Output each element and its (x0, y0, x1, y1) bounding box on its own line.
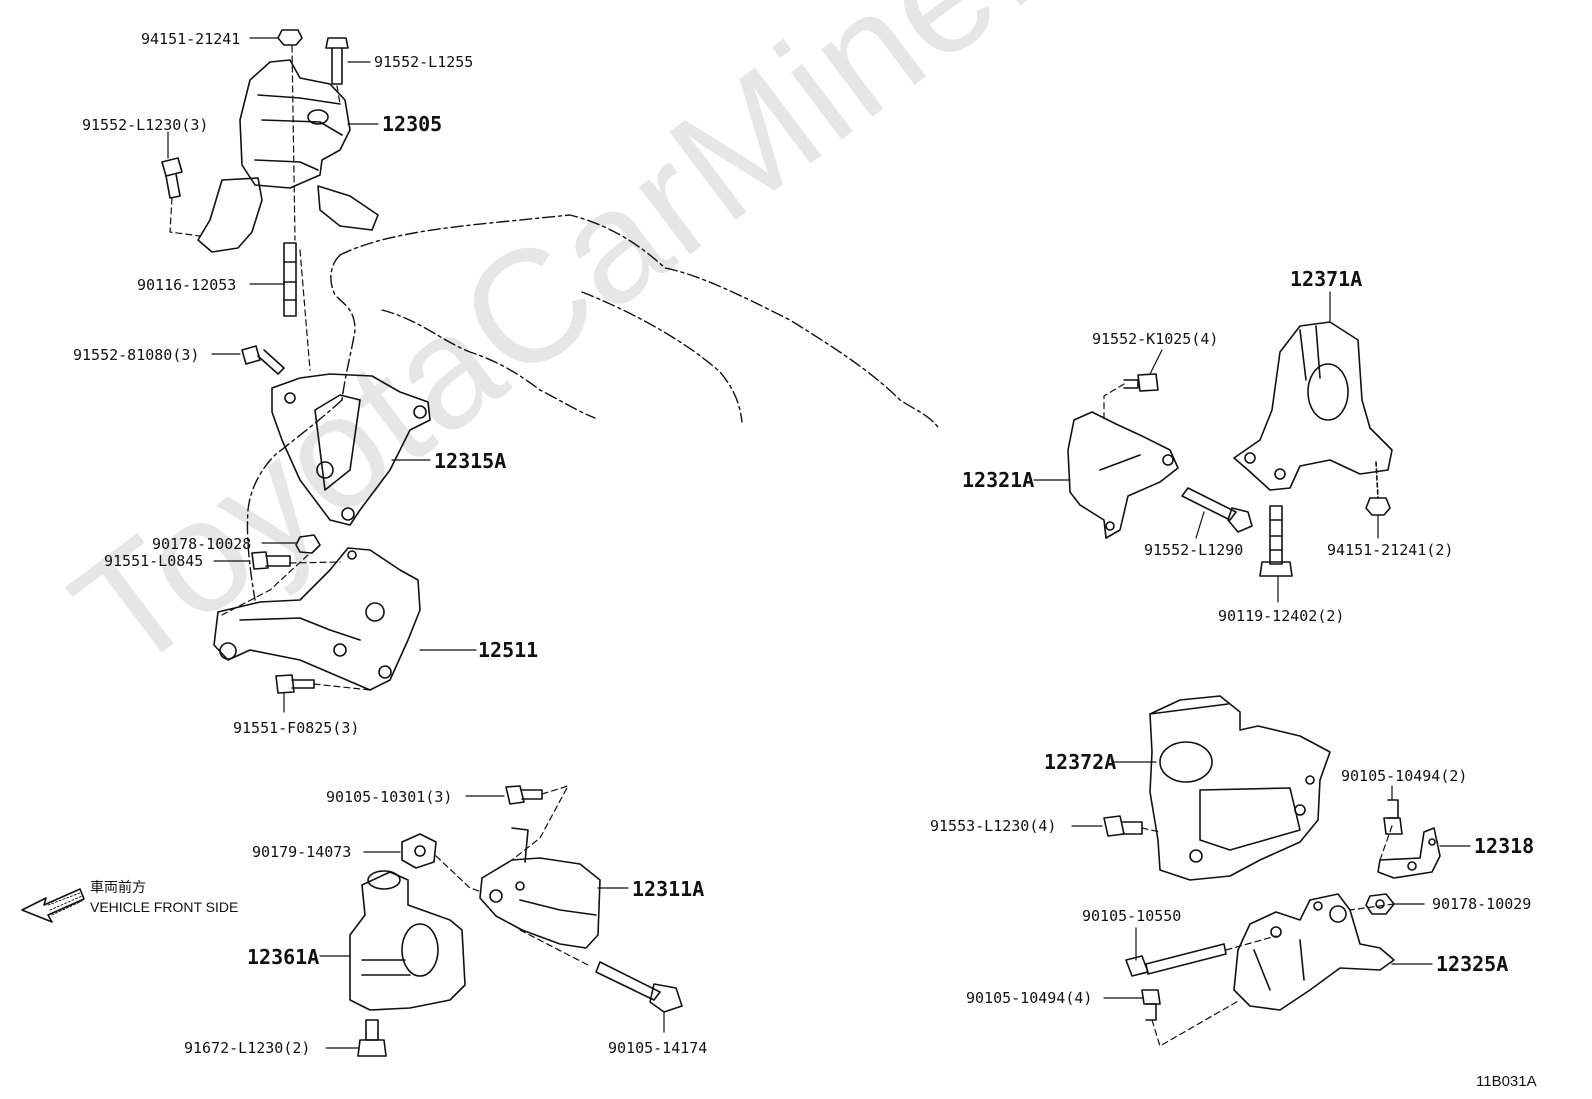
part-label-91553-L1230-4[interactable]: 91553-L1230(4) (930, 817, 1057, 835)
part-label-90178-10029[interactable]: 90178-10029 (1432, 895, 1532, 913)
bolt-91672-L1230-shape (357, 1019, 387, 1057)
part-label-12318[interactable]: 12318 (1474, 834, 1535, 858)
part-label-12511[interactable]: 12511 (478, 638, 539, 662)
engine-outline (246, 214, 941, 601)
bolt-91552-L1290-shape (1181, 487, 1253, 533)
part-label-12321A[interactable]: 12321A (962, 468, 1035, 492)
part-label-90105-14174[interactable]: 90105-14174 (608, 1039, 708, 1057)
bolt-90105-10550-shape (1125, 943, 1227, 977)
bolt-90105-10494-2-shape (1383, 799, 1403, 835)
figure-id: 11B031A (1476, 1073, 1537, 1090)
stud-90119-12402-shape (1259, 505, 1293, 577)
part-label-94151-21241-2[interactable]: 94151-21241(2) (1327, 541, 1454, 559)
part-label-91551-L0845[interactable]: 91551-L0845 (104, 552, 204, 570)
arrow-left-icon (21, 888, 85, 923)
bolt-91552-81080-shape (241, 345, 285, 375)
part-label-90105-10494-4[interactable]: 90105-10494(4) (966, 989, 1093, 1007)
bolt-91552-K1025-shape (1123, 373, 1159, 392)
stud-90116-12053-shape (283, 242, 297, 317)
bracket-12325A (1233, 893, 1395, 1011)
nut-90179-14073-shape (401, 833, 437, 869)
nut-94151-21241-shape (277, 29, 303, 46)
bolt-91551-F0825-shape (275, 674, 315, 694)
bracket-12511 (213, 547, 421, 691)
part-label-12311A[interactable]: 12311A (632, 877, 705, 901)
part-label-90105-10301-3[interactable]: 90105-10301(3) (326, 788, 453, 806)
leader-lines (167, 37, 1471, 1049)
part-label-12315A[interactable]: 12315A (434, 449, 507, 473)
part-label-12305[interactable]: 12305 (382, 112, 443, 136)
mount-12372A (1149, 695, 1331, 881)
part-label-94151-21241[interactable]: 94151-21241 (141, 30, 241, 48)
nut-90178-10029-shape (1365, 893, 1395, 915)
vehicle-front-label-jp: 車両前方 (90, 880, 146, 896)
bolt-91551-L0845-shape (251, 551, 291, 570)
part-label-91552-81080-3[interactable]: 91552-81080(3) (73, 346, 200, 364)
bolt-90105-10494-4-shape (1141, 989, 1161, 1021)
part-label-90119-12402-2[interactable]: 90119-12402(2) (1218, 607, 1345, 625)
nut-94151-21241-2-shape (1365, 461, 1391, 516)
part-label-12372A[interactable]: 12372A (1044, 750, 1117, 774)
bolt-91553-L1230-shape (1103, 815, 1143, 837)
part-label-12371A[interactable]: 12371A (1290, 267, 1363, 291)
bolt-90105-10301-shape (505, 785, 543, 805)
part-label-90178-10028[interactable]: 90178-10028 (152, 535, 252, 553)
part-label-91552-L1290[interactable]: 91552-L1290 (1144, 541, 1244, 559)
nut-90178-10028-shape (295, 534, 321, 554)
bolt-91552-L1230-shape (161, 157, 183, 199)
bracket-12311A (479, 827, 601, 949)
part-label-12361A[interactable]: 12361A (247, 945, 320, 969)
part-label-12325A[interactable]: 12325A (1436, 952, 1509, 976)
part-label-91551-F0825-3[interactable]: 91551-F0825(3) (233, 719, 360, 737)
vehicle-front-label-en: VEHICLE FRONT SIDE (90, 899, 239, 915)
mount-12361A (349, 870, 466, 1011)
part-label-90105-10550[interactable]: 90105-10550 (1082, 907, 1182, 925)
part-label-91552-L1255[interactable]: 91552-L1255 (374, 53, 474, 71)
part-label-90179-14073[interactable]: 90179-14073 (252, 843, 352, 861)
part-label-90116-12053[interactable]: 90116-12053 (137, 276, 237, 294)
bolt-90105-14174-shape (595, 961, 683, 1013)
mount-12305 (197, 59, 379, 253)
part-label-91672-L1230-2[interactable]: 91672-L1230(2) (184, 1039, 311, 1057)
bracket-12321A (1067, 411, 1179, 539)
part-label-90105-10494-2[interactable]: 90105-10494(2) (1341, 767, 1468, 785)
mount-12371A (1233, 321, 1393, 491)
bracket-12318 (1377, 827, 1441, 879)
bolt-91552-L1255-shape (325, 37, 349, 85)
part-label-91552-L1230-3[interactable]: 91552-L1230(3) (82, 116, 209, 134)
part-label-91552-K1025-4[interactable]: 91552-K1025(4) (1092, 330, 1219, 348)
bracket-12315A (271, 373, 431, 526)
